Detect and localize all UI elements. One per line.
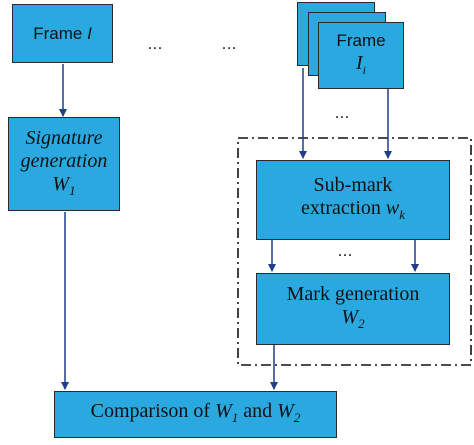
ellipsis-top-2: ... [222, 36, 237, 53]
markgen-variable: W2 [341, 306, 365, 331]
frame-stack-label: Frame [336, 31, 386, 50]
processing-region-outline [237, 137, 472, 366]
markgen-line1: Mark generation [286, 283, 420, 305]
signature-line1: Signature [25, 126, 103, 149]
frame-box: Frame I [12, 4, 113, 63]
frame-stack-variable: Ii [355, 52, 366, 77]
submark-extraction-box: Sub-mark extraction wk [256, 160, 450, 240]
mark-generation-box: Mark generation W2 [256, 273, 450, 345]
signature-generation-box: Signature generation W1 [8, 117, 120, 211]
ellipsis-submark-markgen: ... [338, 243, 353, 260]
frame-label: Frame I [33, 23, 92, 43]
signature-line2: generation [20, 149, 108, 172]
submark-line1: Sub-mark [313, 174, 393, 196]
comparison-label: Comparison of W1 and W2 [90, 400, 301, 425]
frame-stack-front: Frame Ii [318, 22, 404, 89]
comparison-box: Comparison of W1 and W2 [54, 391, 337, 438]
signature-variable: W1 [52, 172, 76, 198]
ellipsis-top-1: ... [148, 36, 163, 53]
ellipsis-between-arrows: ... [335, 105, 350, 122]
submark-line2: extraction wk [300, 197, 406, 222]
